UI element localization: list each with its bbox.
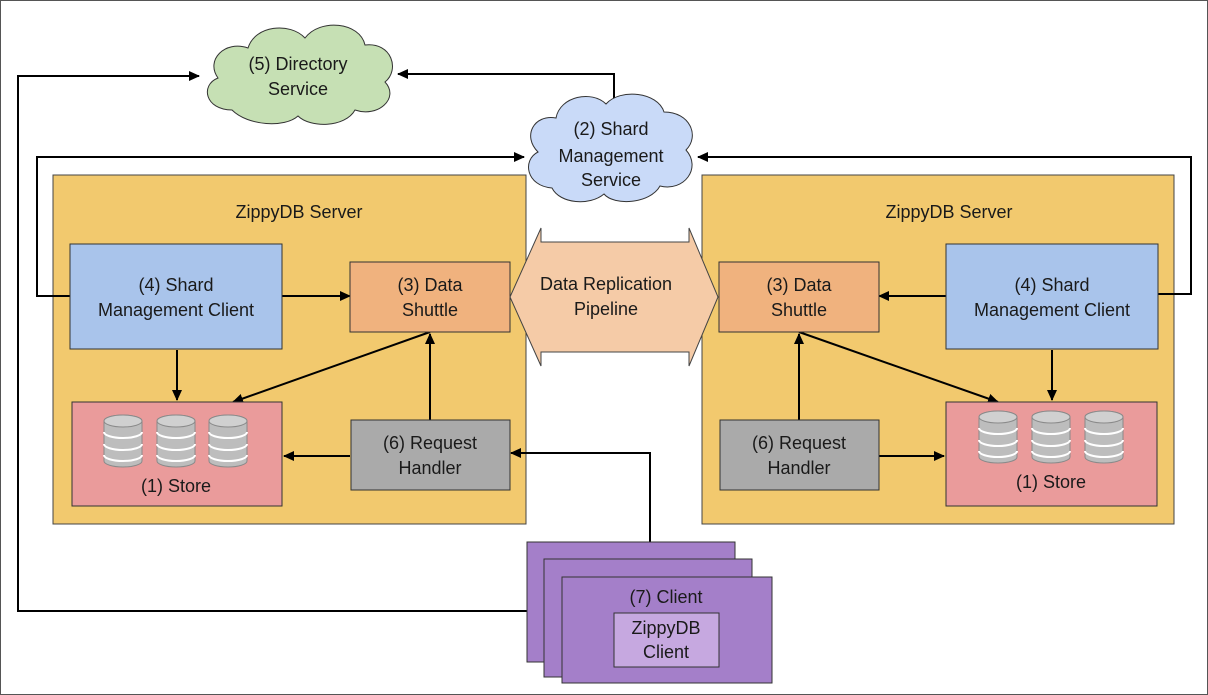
directory-service-label-1: (5) Directory [248,54,347,74]
left-shuttle-label-1: (3) Data [397,275,463,295]
right-shard-client-label-1: (4) Shard [1014,275,1089,295]
shard-service-label-1: (2) Shard [573,119,648,139]
right-database-icon-2 [1031,410,1071,464]
left-data-shuttle [349,261,511,333]
shard-service-label-2: Management [558,146,663,166]
left-shard-client-label-1: (4) Shard [138,275,213,295]
left-server-title: ZippyDB Server [235,202,362,222]
left-request-handler [350,419,511,491]
pipeline-label-2: Pipeline [574,299,638,319]
right-handler-label-1: (6) Request [752,433,846,453]
right-store-label: (1) Store [1016,472,1086,492]
left-handler-label-2: Handler [398,458,461,478]
edge-right-client-to-shard-service [697,152,1192,295]
right-shuttle-label-1: (3) Data [766,275,832,295]
shard-service-label-3: Service [581,170,641,190]
right-database-icon-1 [978,410,1018,464]
edge-left-shuttle-to-store [232,331,431,404]
right-request-handler [719,419,880,491]
right-handler-label-2: Handler [767,458,830,478]
right-data-shuttle [718,261,880,333]
zippydb-client-label-1: ZippyDB [631,618,700,638]
left-handler-label-1: (6) Request [383,433,477,453]
left-database-icon-3 [208,414,248,468]
data-replication-pipeline [509,227,719,367]
zippydb-client-library [613,612,720,668]
edge-client-to-request-handler [510,448,651,558]
left-shard-management-client [69,243,283,350]
left-database-icon-2 [156,414,196,468]
edge-left-client-to-shard-service [36,152,525,297]
left-shuttle-label-2: Shuttle [402,300,458,320]
zippydb-client-label-2: Client [643,642,689,662]
left-store-label: (1) Store [141,476,211,496]
shard-management-service [528,93,693,203]
directory-service [207,24,393,125]
left-database-icon-1 [103,414,143,468]
right-shard-client-label-2: Management Client [974,300,1130,320]
edge-right-shuttle-to-store [798,331,999,404]
right-shuttle-label-2: Shuttle [771,300,827,320]
right-server-title: ZippyDB Server [885,202,1012,222]
pipeline-label-1: Data Replication [540,274,672,294]
left-shard-client-label-2: Management Client [98,300,254,320]
client-label: (7) Client [629,587,702,607]
edge-shard-service-to-directory [397,69,615,99]
right-shard-management-client [945,243,1159,350]
edge-client-to-directory [17,71,527,612]
right-database-icon-3 [1084,410,1124,464]
directory-service-label-2: Service [268,79,328,99]
